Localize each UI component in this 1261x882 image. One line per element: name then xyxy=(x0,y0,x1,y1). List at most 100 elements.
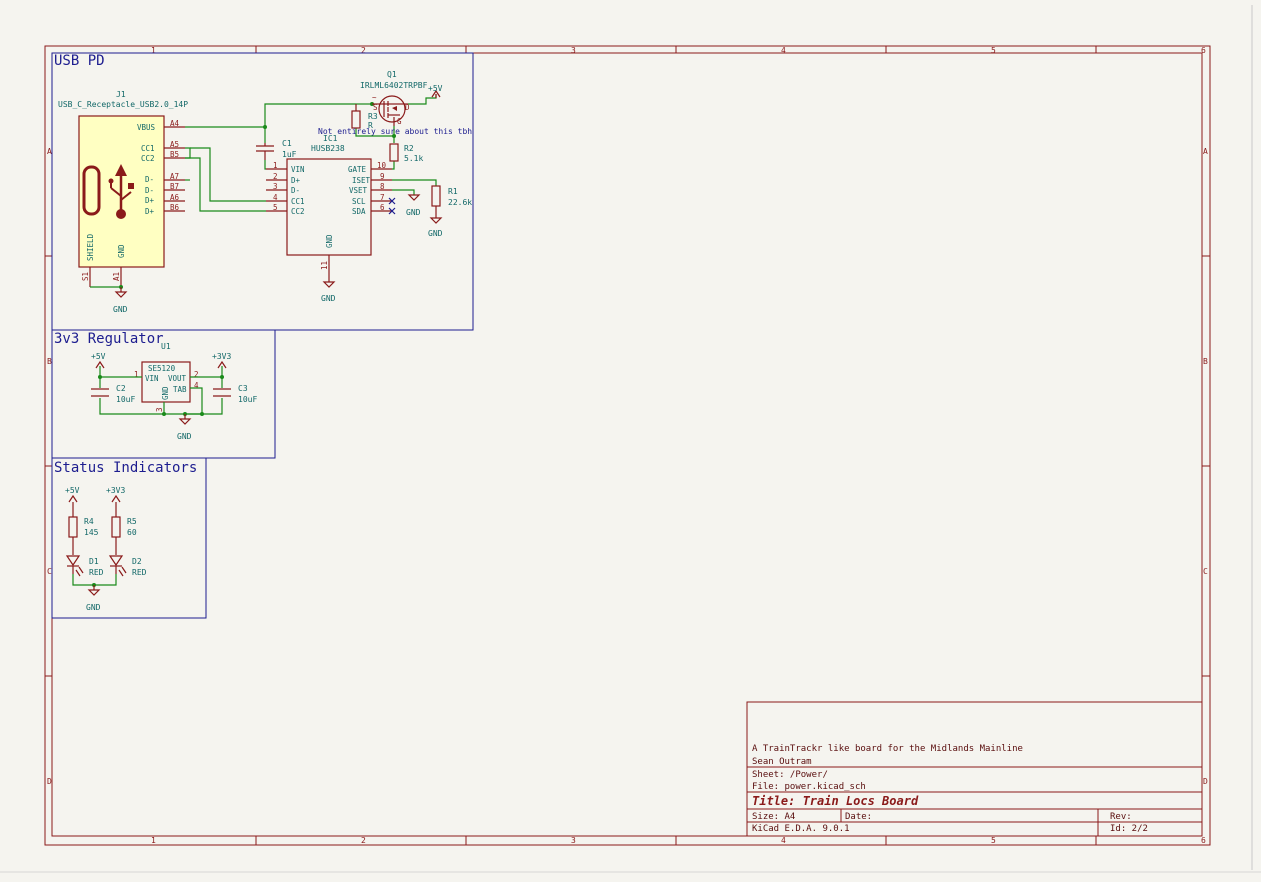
resistor-r3[interactable]: R3 R xyxy=(351,104,378,130)
svg-text:VSET: VSET xyxy=(349,186,368,195)
svg-text:+5V: +5V xyxy=(65,486,80,495)
tb-author: Sean Outram xyxy=(752,757,812,767)
svg-text:GND: GND xyxy=(428,229,443,238)
col-label-1: 1 xyxy=(151,46,156,55)
svg-text:GND: GND xyxy=(161,386,170,400)
outer-frame xyxy=(44,45,1211,846)
svg-text:3: 3 xyxy=(273,182,278,191)
svg-text:CC2: CC2 xyxy=(141,154,155,163)
svg-text:VIN: VIN xyxy=(291,165,305,174)
row-label-a: A xyxy=(47,147,52,156)
svg-text:D+: D+ xyxy=(291,176,301,185)
svg-text:GND: GND xyxy=(177,432,192,441)
tb-file: File: power.kicad_sch xyxy=(752,782,866,792)
svg-text:B7: B7 xyxy=(170,182,179,191)
led-d1[interactable]: D1 RED xyxy=(65,555,104,577)
ic-ic1[interactable]: IC1 HUSB238 VIN D+ D- CC1 CC2 1 2 3 4 5 … xyxy=(266,134,392,276)
svg-text:D-: D- xyxy=(145,186,154,195)
power-3v3-reg: +3V3 xyxy=(212,352,231,369)
svg-text:10: 10 xyxy=(377,161,387,170)
col-label-2: 2 xyxy=(361,46,366,55)
svg-text:1uF: 1uF xyxy=(282,150,297,159)
connector-j1[interactable]: J1 USB_C_Receptacle_USB2.0_14P VBUS CC1 … xyxy=(58,90,188,287)
column-markers: 1 2 3 4 5 6 1 2 3 4 5 6 xyxy=(151,46,1206,845)
tb-tool: KiCad E.D.A. 9.0.1 xyxy=(752,824,850,834)
wires-usb-pd xyxy=(185,94,437,212)
led-d2[interactable]: D2 RED xyxy=(108,555,147,577)
svg-text:VBUS: VBUS xyxy=(137,123,156,132)
svg-text:A7: A7 xyxy=(170,172,179,181)
svg-text:4: 4 xyxy=(273,193,278,202)
svg-text:C2: C2 xyxy=(116,384,126,393)
title-block: A TrainTrackr like board for the Midland… xyxy=(746,701,1203,837)
svg-text:10uF: 10uF xyxy=(116,395,135,404)
row-label-c: C xyxy=(47,567,52,576)
svg-text:D-: D- xyxy=(145,175,154,184)
tb-size: Size: A4 xyxy=(752,812,795,822)
row-label-a-right: A xyxy=(1203,147,1208,156)
j1-ref: J1 xyxy=(116,90,126,99)
svg-text:D2: D2 xyxy=(132,557,142,566)
svg-text:~: ~ xyxy=(372,93,377,102)
tb-title: Title: Train Locs Board xyxy=(752,794,919,808)
tb-comment: A TrainTrackr like board for the Midland… xyxy=(752,744,1023,754)
svg-text:R3: R3 xyxy=(368,112,378,121)
col-label-4-bottom: 4 xyxy=(781,836,786,845)
ic1-ref: IC1 xyxy=(323,134,338,143)
svg-text:145: 145 xyxy=(84,528,99,537)
svg-text:S: S xyxy=(373,103,378,112)
regulator-u1[interactable]: U1 SE5120 VIN VOUT TAB GND 1 2 4 3 xyxy=(134,342,199,412)
no-connect-markers xyxy=(388,197,396,215)
resistor-r2[interactable]: R2 5.1k xyxy=(389,143,423,163)
sheet-status-indicators[interactable]: Status Indicators xyxy=(51,457,207,619)
tb-date: Date: xyxy=(845,812,872,822)
svg-text:R: R xyxy=(368,121,373,130)
power-5v-led: +5V xyxy=(65,486,80,503)
svg-text:VIN: VIN xyxy=(145,374,159,383)
svg-text:2: 2 xyxy=(194,370,199,379)
col-label-6: 6 xyxy=(1201,46,1206,55)
svg-text:TAB: TAB xyxy=(173,385,187,394)
gnd-symbol-reg: GND xyxy=(177,414,192,441)
sheet-title-status-indicators: Status Indicators xyxy=(54,460,197,476)
power-5v-usb: +5V xyxy=(428,84,443,98)
gnd-symbol-leds: GND xyxy=(86,585,101,612)
svg-text:6: 6 xyxy=(380,203,385,212)
capacitor-c1[interactable]: C1 1uF xyxy=(256,139,297,160)
svg-text:S1: S1 xyxy=(81,272,90,281)
transistor-q1[interactable]: Q1 IRLML6402TRPBF S D G ~ xyxy=(360,70,428,126)
svg-text:1: 1 xyxy=(134,370,139,379)
svg-text:A6: A6 xyxy=(170,193,180,202)
tb-id: Id: 2/2 xyxy=(1110,824,1148,834)
svg-text:8: 8 xyxy=(380,182,385,191)
svg-text:A1: A1 xyxy=(112,272,121,281)
row-markers: A B C D A B C D xyxy=(45,147,1210,786)
svg-text:D+: D+ xyxy=(145,196,155,205)
svg-text:D+: D+ xyxy=(145,207,155,216)
svg-text:+3V3: +3V3 xyxy=(106,486,125,495)
gnd-symbol-ic1: GND xyxy=(321,276,336,303)
svg-text:10uF: 10uF xyxy=(238,395,257,404)
resistor-r1[interactable]: R1 22.6k xyxy=(431,185,472,214)
svg-text:A5: A5 xyxy=(170,140,179,149)
svg-text:2: 2 xyxy=(273,172,278,181)
usb-c-outline-icon xyxy=(82,165,101,216)
inner-frame xyxy=(51,52,1203,837)
svg-text:CC1: CC1 xyxy=(141,144,155,153)
svg-text:+5V: +5V xyxy=(91,352,106,361)
capacitor-c2[interactable]: C2 10uF xyxy=(91,384,135,404)
svg-text:1: 1 xyxy=(273,161,278,170)
resistor-r5[interactable]: R5 60 xyxy=(111,502,137,555)
tb-rev: Rev: xyxy=(1110,812,1132,822)
svg-text:Q1: Q1 xyxy=(387,70,397,79)
svg-text:SCL: SCL xyxy=(352,197,366,206)
svg-text:+3V3: +3V3 xyxy=(212,352,231,361)
col-label-2-bottom: 2 xyxy=(361,836,366,845)
svg-text:B6: B6 xyxy=(170,203,180,212)
svg-text:SHIELD: SHIELD xyxy=(86,233,95,261)
resistor-r4[interactable]: R4 145 xyxy=(68,502,99,555)
capacitor-c3[interactable]: C3 10uF xyxy=(213,384,257,404)
svg-text:5.1k: 5.1k xyxy=(404,154,423,163)
svg-text:GND: GND xyxy=(406,208,421,217)
